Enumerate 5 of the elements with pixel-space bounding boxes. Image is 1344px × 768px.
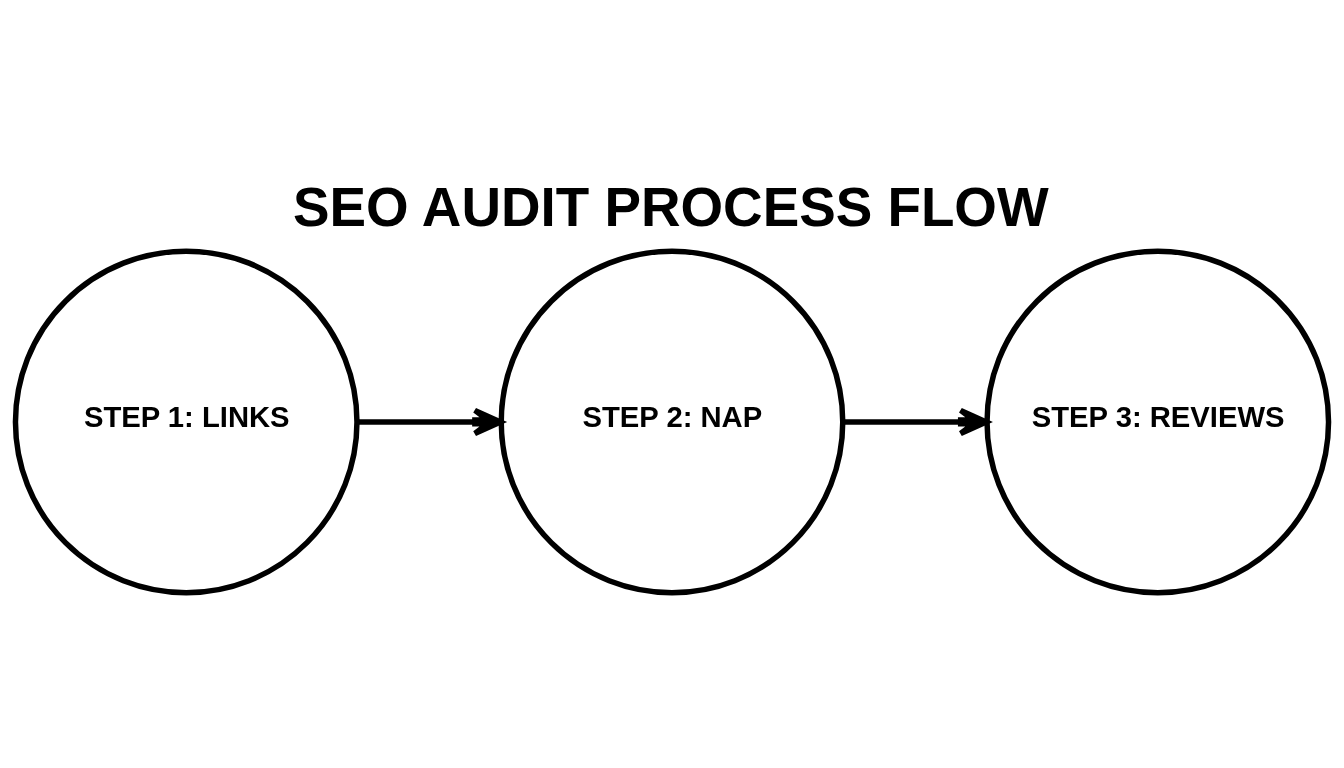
diagram-title: SEO AUDIT PROCESS FLOW [293,175,1049,238]
arrow [357,407,504,436]
node-circle: STEP 1: LINKS [12,247,360,595]
node-circle: STEP 2: NAP [498,247,846,595]
node-circle: STEP 3: REVIEWS [984,247,1332,595]
